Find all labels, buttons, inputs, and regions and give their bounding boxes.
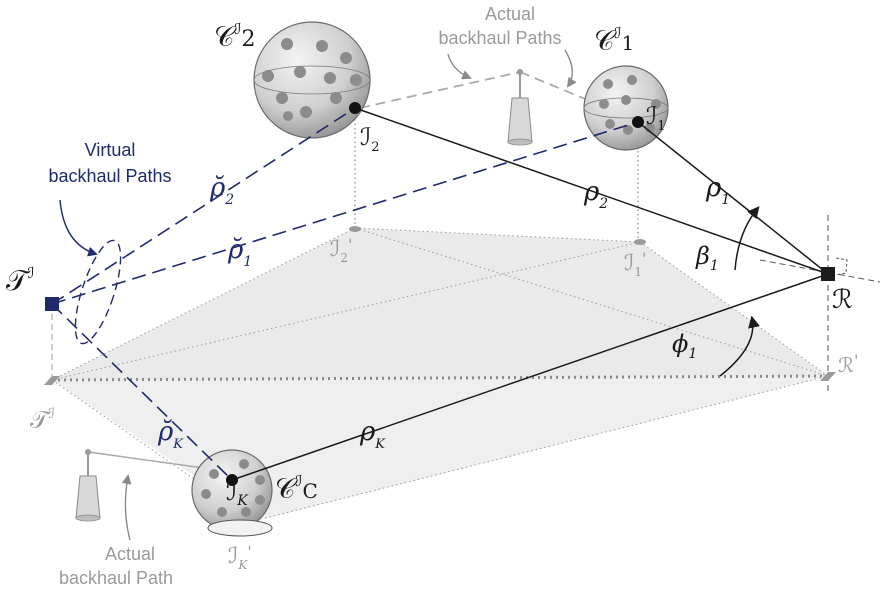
reflection-links <box>231 107 829 481</box>
cluster-1-label: 𝒞ℐ1 <box>594 24 634 57</box>
right-angle-mark <box>835 257 848 276</box>
receiver-node <box>821 267 835 281</box>
beta-1-arc <box>734 206 760 271</box>
virtual-paths-label-line1: Virtual <box>85 140 136 160</box>
ground-plane-edges <box>51 227 829 519</box>
actual-paths-callout-arrow-right <box>564 49 577 88</box>
irs-1-projection-label: ℐ1' <box>624 249 646 279</box>
actual-backhaul-path-k <box>87 451 219 471</box>
irs-k-label: ℐK <box>226 478 249 509</box>
virtual-backhaul-paths <box>51 107 639 305</box>
actual-paths-label-line1: Actual <box>485 4 535 24</box>
irs-1-projection-marker <box>634 239 646 245</box>
ground-plane-inner <box>52 228 828 380</box>
transmitter-label: 𝒯ℐ <box>6 264 35 297</box>
cluster-2-label: 𝒞ℐ2 <box>214 20 255 53</box>
virtual-paths-callout-arrow <box>59 199 98 257</box>
receiver-label: ℛ <box>832 285 853 315</box>
actual-path-label-line2: backhaul Path <box>59 568 173 588</box>
actual-paths-callout-arrow-left <box>447 53 472 80</box>
phi-1-arc <box>719 315 760 377</box>
rho-breve-k-label: ρ̆K <box>157 417 184 452</box>
beta-1-label: β1 <box>695 242 719 274</box>
rho-k-label: ρK <box>359 417 386 452</box>
receiver-projection-label: ℛ' <box>838 351 858 377</box>
phi-1-label: ϕ1 <box>672 330 697 362</box>
virtual-paths-label-line2: backhaul Paths <box>48 166 171 186</box>
transmitter-node <box>45 297 59 311</box>
cluster-c-label: 𝒞ℐC <box>275 472 318 505</box>
irs-1-point <box>632 116 644 128</box>
base-station-tower-bottom <box>75 449 101 522</box>
rho-breve-1-label: ρ̆1 <box>227 235 252 270</box>
actual-path-callout-arrow <box>121 474 132 541</box>
rho-breve-2-label: ρ̆2 <box>209 173 234 208</box>
irs-2-label: ℐ2 <box>360 123 380 155</box>
projection-lines <box>231 110 639 525</box>
rho-2-label: ρ2 <box>583 177 608 212</box>
actual-path-label-line1: Actual <box>105 544 155 564</box>
base-station-tower-top <box>507 69 533 146</box>
actual-paths-label-line2: backhaul Paths <box>438 28 561 48</box>
irs-1-label: ℐ1 <box>646 102 666 134</box>
virtual-paths-bundle <box>74 239 122 345</box>
rho-1-label: ρ1 <box>705 173 730 208</box>
receiver-projection-marker <box>820 372 836 381</box>
irs-2-projection-marker <box>349 226 361 232</box>
irs-k-projection-label: ℐK' <box>228 542 252 572</box>
irs-cluster-c-sphere <box>191 449 273 537</box>
transmitter-projection-label: 𝒯ℐ <box>30 406 55 434</box>
irs-2-point <box>349 102 361 114</box>
irs-k-point <box>226 474 238 486</box>
irs-cluster-2-sphere <box>253 21 371 139</box>
transmitter-projection-marker <box>44 376 60 385</box>
irs-2-projection-label: ℐ2' <box>330 235 352 265</box>
